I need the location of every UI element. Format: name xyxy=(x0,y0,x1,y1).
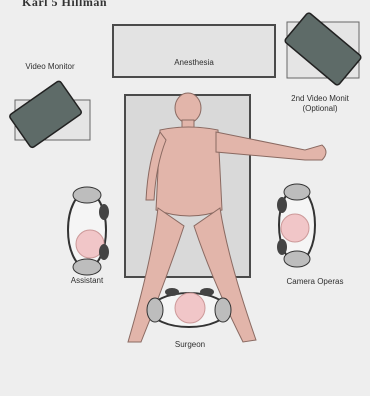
assistant-label: Assistant xyxy=(52,276,122,286)
anesthesia-label: Anesthesia xyxy=(113,58,275,68)
second-monitor-label-line1: 2nd Video Monit xyxy=(272,94,368,104)
second-monitor-label-line2: (Optional) xyxy=(272,104,368,114)
surgeon-label: Surgeon xyxy=(150,340,230,350)
second-video-monitor xyxy=(284,12,362,86)
video-monitor xyxy=(9,80,90,148)
assistant-figure xyxy=(68,187,109,275)
camera-operator-figure xyxy=(277,184,315,267)
second-monitor-label: 2nd Video Monit (Optional) xyxy=(272,94,368,114)
video-monitor-label: Video Monitor xyxy=(10,62,90,72)
camera-operator-label: Camera Operas xyxy=(265,277,365,287)
anesthesia-station xyxy=(113,25,275,77)
